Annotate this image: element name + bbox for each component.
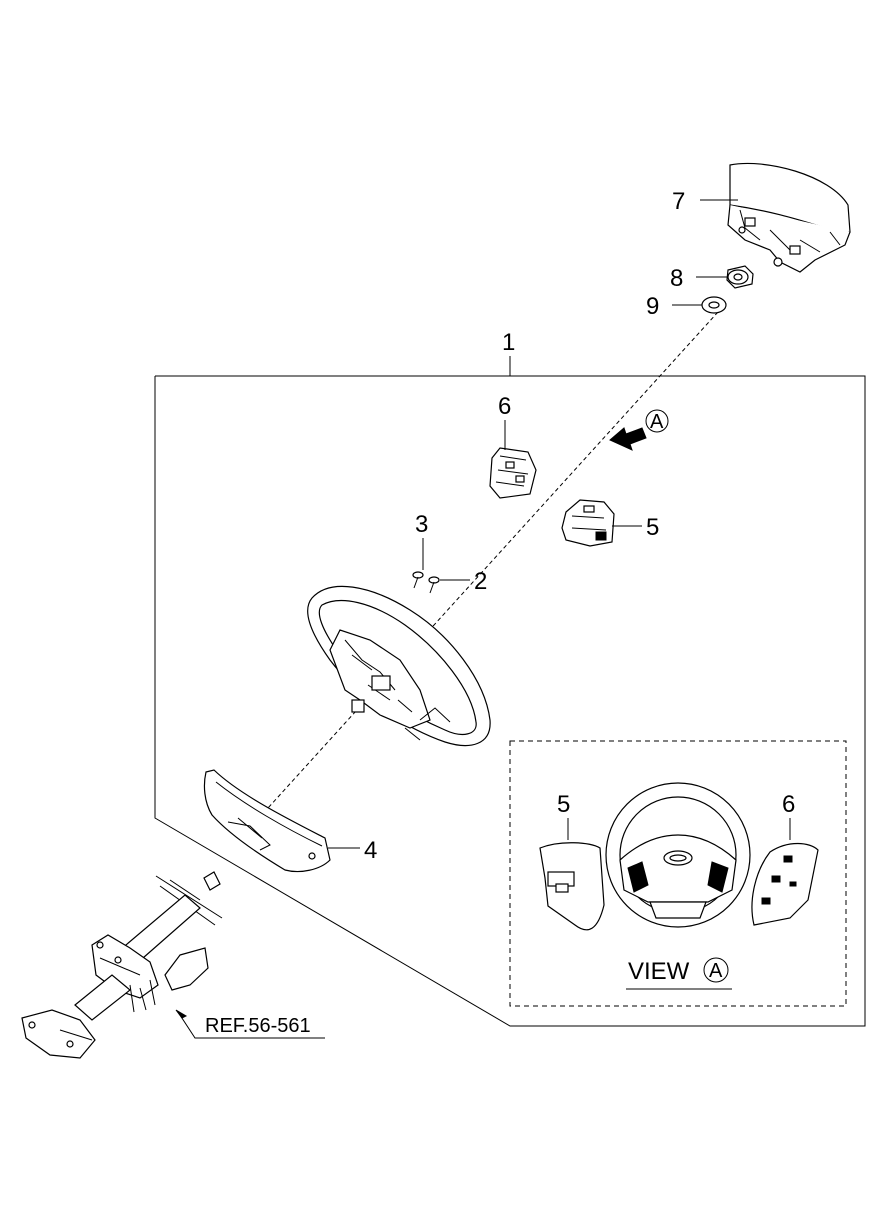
view-callout-5: 5 [557,791,570,818]
airbag-module [727,162,851,273]
callout-5: 5 [646,514,659,541]
callout-3: 3 [415,511,428,538]
washer [701,296,727,314]
callout-4: 4 [364,837,377,864]
callout-2: 2 [474,568,487,595]
view-a-inset-frame [509,740,847,1007]
view-a-caption: VIEW A [626,957,732,990]
center-axis-line [267,311,719,809]
view-a-switch-left [539,842,605,931]
view-arrow-marker: A [650,411,664,433]
switch-assembly-left [561,499,615,547]
view-callout-6: 6 [782,791,795,818]
steering-column [21,871,223,1059]
steering-wheel [307,585,491,747]
assembly-frame [154,375,866,1027]
switch-assembly-right [489,447,537,499]
nut [726,265,754,289]
view-a-switch-right [751,842,819,926]
callout-8: 8 [670,265,683,292]
reference-pointer [175,1009,325,1039]
reference-label: REF.56-561 [205,1015,311,1037]
screw-3 [412,571,424,589]
callout-9: 9 [646,293,659,320]
callout-6: 6 [498,393,511,420]
view-direction-arrow: A [609,409,669,451]
lower-cover [203,769,331,873]
view-label-circle: A [709,960,723,982]
callout-7: 7 [672,188,685,215]
view-a-steering-wheel [605,782,751,928]
screw-2 [428,576,440,594]
callout-1: 1 [502,329,515,356]
view-label-text: VIEW [628,958,690,985]
